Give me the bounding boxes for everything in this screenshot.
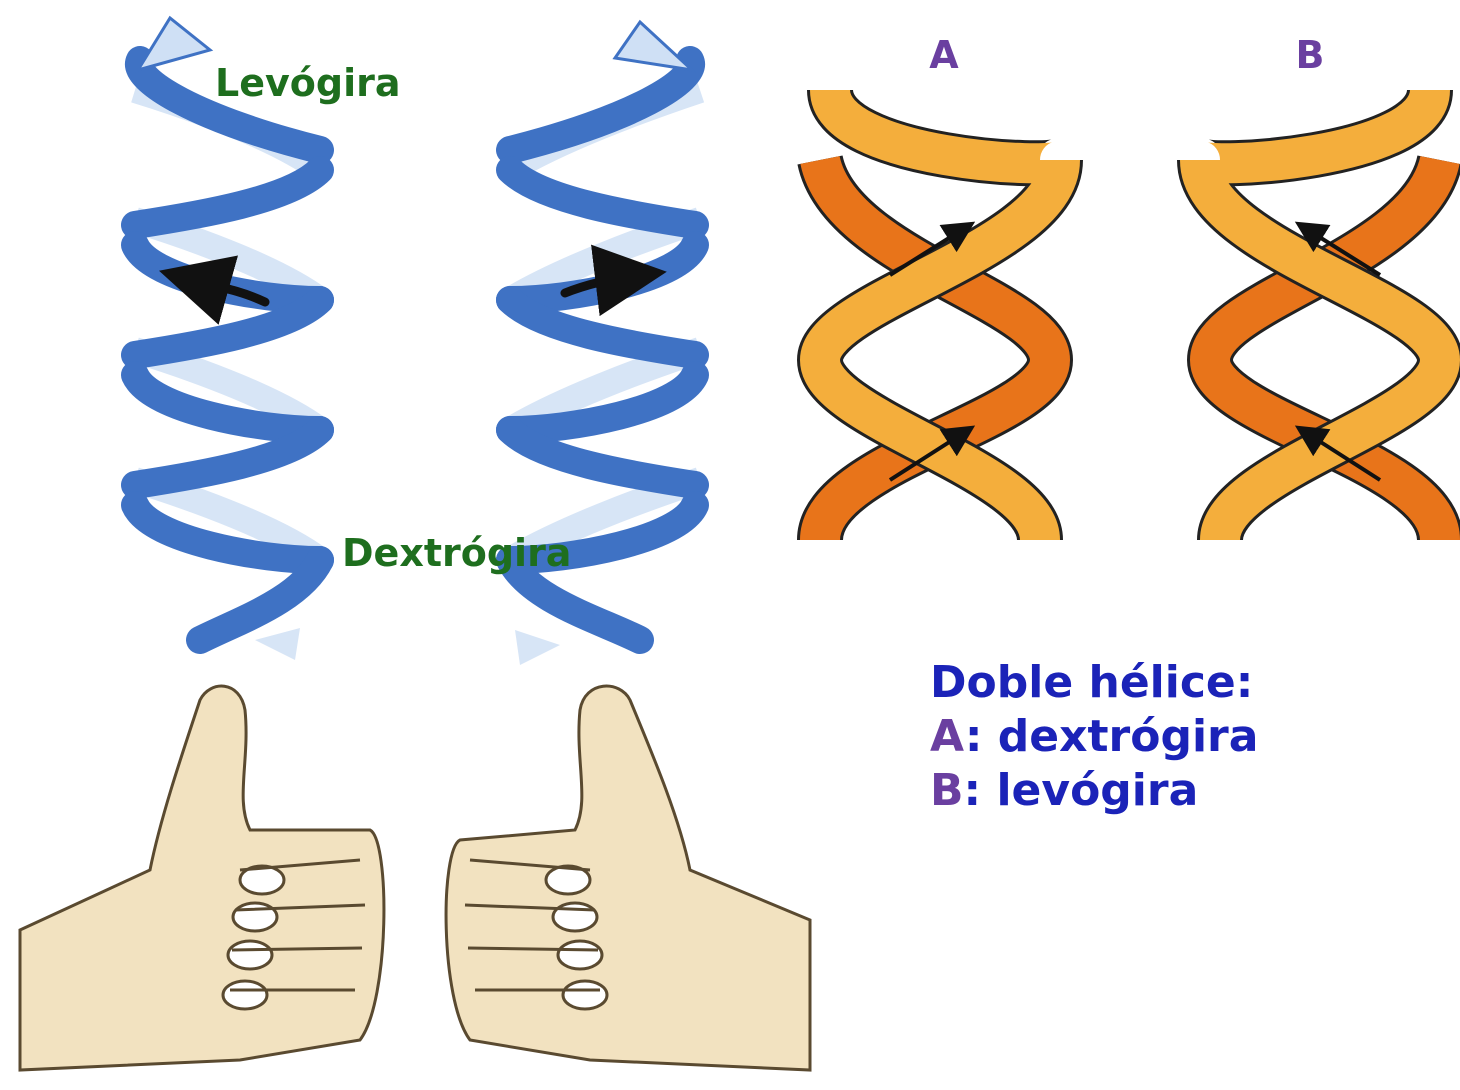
legend-letter-b: B xyxy=(930,765,964,816)
left-hand-thumbs-up xyxy=(20,686,384,1070)
legend-item-a: A: dextrógira xyxy=(930,710,1258,764)
legend-text-b: : levógira xyxy=(964,765,1199,816)
legend-title: Doble hélice: xyxy=(930,656,1258,710)
legend-text-a: : dextrógira xyxy=(965,711,1259,762)
helix-b-label: B xyxy=(1296,33,1325,77)
left-single-helix xyxy=(135,18,320,660)
legend-letter-a: A xyxy=(930,711,965,762)
double-helix-b: B xyxy=(1200,33,1440,540)
double-helix-legend: Doble hélice: A: dextrógira B: levógira xyxy=(930,656,1258,818)
dextrogira-label: Dextrógira xyxy=(342,531,571,575)
right-hand-thumbs-up xyxy=(446,686,810,1070)
helix-a-label: A xyxy=(929,33,959,77)
legend-item-b: B: levógira xyxy=(930,764,1258,818)
double-helix-a: A xyxy=(820,33,1060,540)
levogira-label: Levógira xyxy=(215,61,400,105)
